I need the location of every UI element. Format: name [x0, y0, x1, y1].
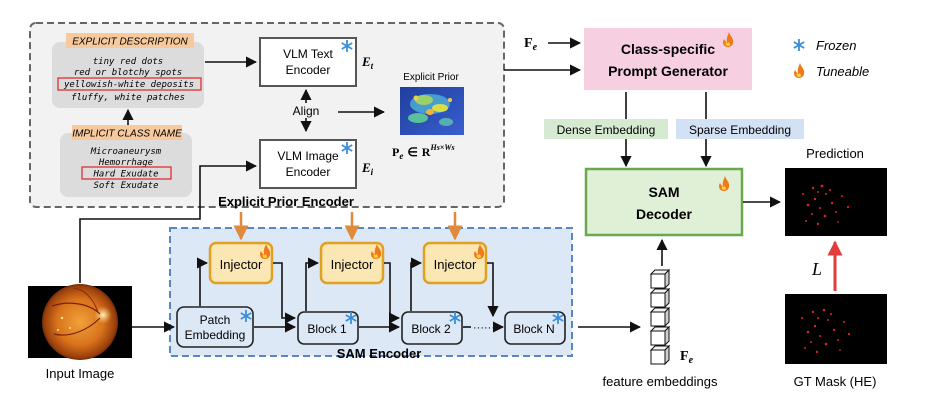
block-1 [297, 311, 359, 345]
prompt-generator [584, 28, 752, 90]
vlm-text-encoder-line2: Encoder [286, 63, 331, 77]
explicit-prior-formula: Pe∈RHs×Ws [392, 143, 455, 161]
sam-decoder-line2: Decoder [636, 206, 693, 222]
feature-embeddings-stack [649, 268, 671, 366]
arrow-patch-to-injector1 [196, 257, 209, 306]
prompt-generator-line2: Prompt Generator [608, 63, 728, 79]
patch-embedding-line2: Embedding [185, 328, 246, 342]
injector-3-label: Injector [434, 257, 477, 272]
vlm-image-encoder-line1: VLM Image [277, 149, 339, 163]
block-1-label: Block 1 [307, 322, 347, 336]
class-item: Microaneurysm [90, 147, 162, 157]
description-item: red or blotchy spots [74, 68, 182, 78]
feature-embeddings-label: feature embeddings [603, 374, 718, 389]
blocks-ellipsis: ······ [473, 322, 495, 334]
injector-1 [208, 241, 274, 285]
legend-tuneable: Tuneable [816, 64, 869, 79]
legend-frozen: Frozen [816, 38, 856, 53]
snowflake-icon [792, 38, 806, 52]
injector-2 [319, 241, 385, 285]
arrow-injector1-to-block1 [273, 262, 297, 324]
block-n [504, 311, 566, 345]
fe-input-symbol: Fe [524, 36, 538, 53]
sam-decoder [584, 167, 744, 237]
patch-embedding-line1: Patch [200, 313, 231, 327]
vlm-image-encoder [259, 139, 357, 189]
input-image-label: Input Image [46, 366, 115, 381]
image-encoder-symbol: Ei [361, 160, 374, 177]
block-2-label: Block 2 [411, 322, 451, 336]
description-item-highlighted: yellowish-white deposits [63, 80, 194, 90]
explicit-prior-encoder-label: Explicit Prior Encoder [218, 194, 354, 209]
dense-embedding-label-bg [544, 119, 668, 139]
class-item: Hemorrhage [98, 158, 153, 168]
sam-encoder-label: SAM Encoder [337, 346, 422, 361]
implicit-class-card [60, 133, 192, 197]
explicit-description-header [66, 33, 194, 48]
highlight-box-description [57, 77, 202, 91]
injector-3 [422, 241, 488, 285]
vlm-text-encoder-line1: VLM Text [283, 47, 333, 61]
injector-1-label: Injector [220, 257, 263, 272]
prompt-generator-line1: Class-specific [621, 41, 715, 57]
arrow-block2-to-injector3 [410, 257, 423, 311]
gt-mask [785, 294, 887, 364]
class-item: Soft Exudate [93, 181, 158, 191]
highlight-box-class [81, 166, 172, 180]
input-fundus-image [28, 284, 132, 360]
arrow-block1-to-injector2 [305, 257, 320, 311]
patch-embedding [176, 306, 254, 348]
arrow-injector3-out [487, 262, 499, 318]
block-2 [401, 311, 463, 345]
description-item: fluffy, white patches [71, 93, 185, 103]
vlm-image-encoder-line2: Encoder [286, 165, 331, 179]
gt-mask-label: GT Mask (HE) [794, 374, 877, 389]
prediction-label: Prediction [806, 146, 864, 161]
arrow-injector2-to-block2 [384, 262, 401, 324]
text-encoder-symbol: Et [361, 54, 374, 71]
class-item-highlighted: Hard Exudate [92, 170, 158, 180]
block-n-label: Block N [513, 322, 554, 336]
prediction-mask [785, 168, 887, 236]
align-label: Align [293, 104, 320, 118]
loss-symbol: L [811, 259, 822, 279]
vlm-text-encoder [259, 37, 357, 87]
sparse-embedding-label-bg [676, 119, 804, 139]
explicit-description-card [52, 42, 204, 108]
dense-embedding-label: Dense Embedding [557, 123, 656, 137]
explicit-prior-title: Explicit Prior [403, 72, 459, 83]
arrow-image-to-vlm [79, 160, 258, 283]
description-item: tiny red dots [93, 57, 163, 67]
feature-embeddings-symbol: Fe [680, 349, 694, 366]
explicit-description-title: EXPLICIT DESCRIPTION [72, 37, 188, 48]
implicit-class-header [72, 125, 182, 140]
sparse-embedding-label: Sparse Embedding [689, 123, 791, 137]
implicit-class-title: IMPLICIT CLASS NAME [72, 129, 182, 140]
explicit-prior-heatmap [400, 87, 464, 135]
fire-icon [794, 63, 805, 78]
sam-decoder-line1: SAM [648, 184, 679, 200]
injector-2-label: Injector [331, 257, 374, 272]
